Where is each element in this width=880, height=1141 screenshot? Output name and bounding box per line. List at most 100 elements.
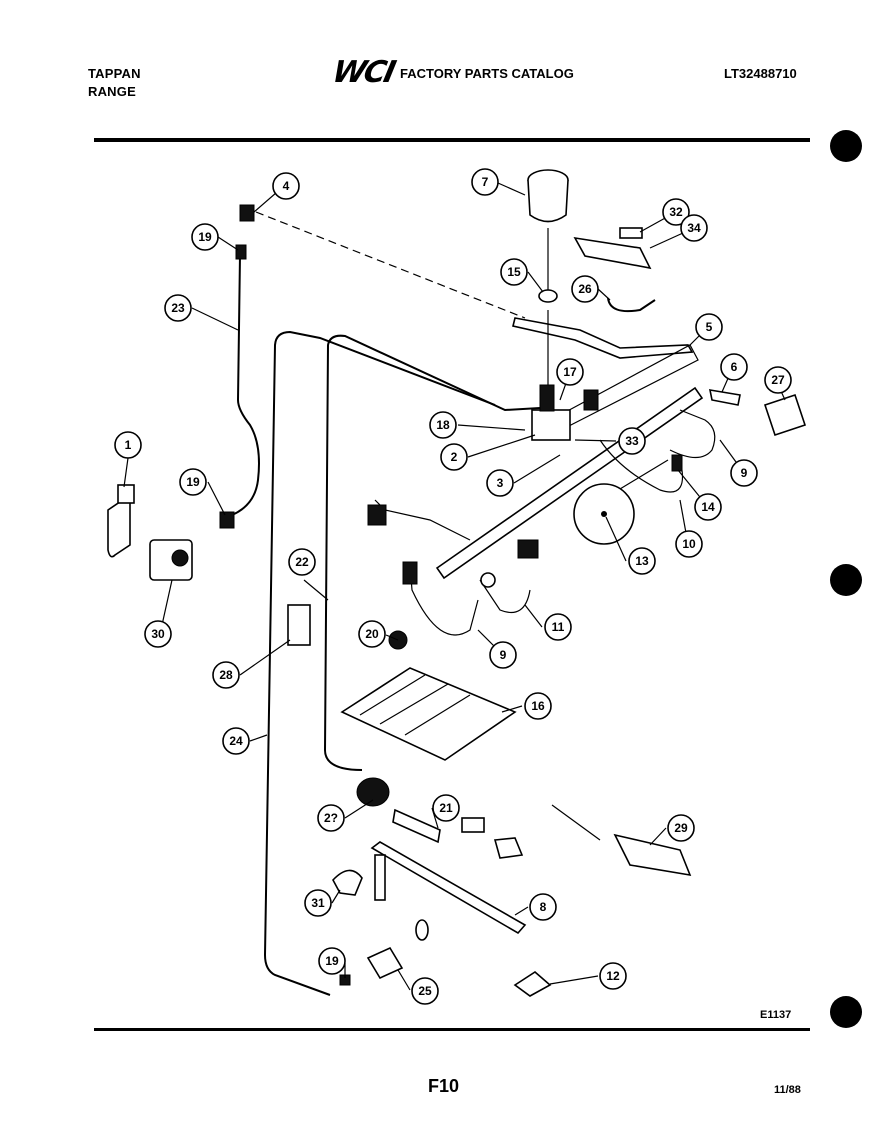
wire-9-lower: [409, 564, 479, 636]
callout-30: 30: [144, 620, 172, 648]
binder-hole-top: [830, 130, 862, 162]
svg-text:3: 3: [497, 476, 504, 490]
svg-text:21: 21: [439, 801, 453, 815]
callout-2: 2: [440, 443, 468, 471]
bracket-tab: [117, 484, 135, 504]
fitting-9-lower: [402, 561, 418, 585]
shield-ribs: [359, 674, 471, 736]
callout-11: 11: [544, 613, 572, 641]
switch-knob: [171, 549, 189, 567]
bracket-21b: [461, 817, 485, 833]
svg-text:19: 19: [186, 475, 200, 489]
fitting-19-mid: [219, 511, 235, 529]
callout-18: 18: [429, 411, 457, 439]
svg-text:14: 14: [701, 500, 715, 514]
callout-13: 13: [628, 547, 656, 575]
svg-text:9: 9: [741, 466, 748, 480]
callout-6: 6: [720, 353, 748, 381]
wire-10: [599, 439, 684, 493]
binder-hole-bottom: [830, 996, 862, 1028]
valve-11: [480, 572, 496, 588]
valve-body: [531, 409, 571, 441]
callout-26: 26: [571, 275, 599, 303]
brand-line-2: RANGE: [88, 84, 136, 99]
model-number: LT32488710: [724, 66, 797, 81]
callout-31: 31: [304, 889, 332, 917]
svg-text:12: 12: [606, 969, 620, 983]
svg-text:24: 24: [229, 734, 243, 748]
valve-25: [366, 946, 404, 980]
catalog-title: FACTORY PARTS CATALOG: [400, 66, 574, 81]
bake-tube-8: [370, 841, 527, 935]
svg-text:2: 2: [451, 450, 458, 464]
callout-2x: 2?: [317, 804, 345, 832]
callout-12: 12: [599, 962, 627, 990]
callout-23: 23: [164, 294, 192, 322]
valve-knob-left: [367, 504, 387, 526]
clip-32: [619, 227, 643, 239]
svg-text:13: 13: [635, 554, 649, 568]
callout-32: 32: [662, 198, 690, 226]
svg-text:1: 1: [125, 438, 132, 452]
catalog-date: 11/88: [774, 1084, 801, 1096]
svg-text:27: 27: [771, 373, 785, 387]
svg-text:20: 20: [365, 627, 379, 641]
page-number: F10: [428, 1076, 460, 1096]
svg-text:8: 8: [540, 900, 547, 914]
binder-hole-middle: [830, 564, 862, 596]
diagram-code: E1137: [760, 1009, 792, 1021]
callout-19-mid: 19: [179, 468, 207, 496]
callout-16: 16: [524, 692, 552, 720]
callout-5: 5: [695, 313, 723, 341]
burner-tube-5: [512, 317, 694, 359]
callout-19-top: 19: [191, 223, 219, 251]
svg-text:11: 11: [552, 620, 565, 634]
callout-10: 10: [675, 530, 703, 558]
bake-tube-elbow: [374, 854, 386, 901]
clip-21c: [493, 837, 524, 859]
svg-text:6: 6: [731, 360, 738, 374]
callout-21: 21: [432, 794, 460, 822]
callout-19-bottom: 19: [318, 947, 346, 975]
svg-text:10: 10: [682, 537, 696, 551]
callout-3: 3: [486, 469, 514, 497]
callout-1: 1: [114, 431, 142, 459]
ignitor-12: [513, 971, 552, 997]
svg-text:4: 4: [283, 179, 290, 193]
svg-text:31: 31: [311, 896, 325, 910]
callout-17: 17: [556, 358, 584, 386]
regulator-body: [527, 179, 569, 223]
tubing-24: [263, 330, 496, 996]
svg-text:18: 18: [436, 418, 450, 432]
bracket-31: [332, 869, 363, 896]
svg-text:33: 33: [625, 434, 639, 448]
callout-15: 15: [500, 258, 528, 286]
callout-24: 24: [222, 727, 250, 755]
dashed-alignment-line: [255, 211, 526, 319]
callout-28: 28: [212, 661, 240, 689]
ignitor-27: [763, 393, 807, 437]
wire-11: [479, 579, 531, 614]
callout-9-lower: 9: [489, 641, 517, 669]
burner-tube-link: [559, 344, 699, 429]
svg-text:9: 9: [500, 648, 507, 662]
callout-22: 22: [288, 548, 316, 576]
svg-text:29: 29: [674, 821, 688, 835]
tubing-23: [231, 254, 260, 516]
bracket-34: [573, 236, 652, 270]
tubing-22: [323, 334, 541, 771]
svg-text:32: 32: [669, 205, 683, 219]
svg-text:28: 28: [219, 668, 233, 682]
callout-25: 25: [411, 977, 439, 1005]
callout-8: 8: [529, 893, 557, 921]
callout-34: 34: [680, 214, 708, 242]
wire-26: [607, 297, 656, 313]
svg-text:15: 15: [507, 265, 521, 279]
svg-text:25: 25: [418, 984, 432, 998]
callout-7: 7: [471, 168, 499, 196]
header-rule: [94, 138, 810, 142]
svg-text:2?: 2?: [324, 811, 338, 825]
bracket-1: [107, 493, 131, 558]
wire-29: [551, 804, 601, 841]
